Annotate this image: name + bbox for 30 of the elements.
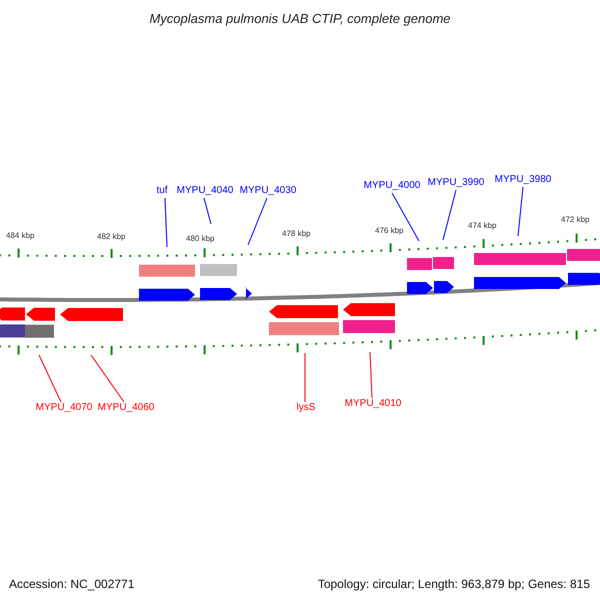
leader-line [304, 352, 306, 402]
scale-label: 480 kbp [186, 233, 214, 245]
gene-label: MYPU_4060 [98, 402, 154, 413]
leader-line [518, 186, 524, 236]
leader-line [38, 354, 62, 402]
leader-line [392, 192, 420, 242]
gene-label: lysS [296, 402, 316, 413]
scale-label: 484 kbp [6, 230, 34, 242]
scale-label: 478 kbp [282, 228, 310, 240]
gene-label: MYPU_4010 [344, 398, 402, 409]
footer-note: Topology: circular; Length: 963,879 bp; Genes: 815 [318, 576, 590, 593]
leader-line [370, 352, 372, 398]
gene-label: MYPU_3980 [494, 174, 552, 185]
diagram-title: Mycoplasma pulmonis UAB CTIP, complete genome [148, 10, 452, 28]
leader-line [90, 354, 124, 402]
footer-note: Accession: NC_002771 [9, 576, 134, 593]
scale-label: 472 kbp [561, 214, 590, 226]
gene-label: MYPU_4040 [176, 185, 234, 196]
scale-label: 482 kbp [97, 231, 126, 243]
leader-line [204, 198, 212, 224]
scale-label: 476 kbp [375, 225, 404, 237]
scale-label: 474 kbp [468, 220, 496, 232]
leader-line [164, 198, 168, 248]
gene-label: MYPU_4000 [364, 180, 420, 191]
gene-label: tuf [156, 185, 168, 196]
gene-label: MYPU_4070 [36, 402, 92, 413]
gene-label: MYPU_4030 [240, 185, 296, 196]
leader-line [442, 190, 456, 240]
gene-label: MYPU_3990 [428, 177, 484, 188]
leader-line [248, 198, 268, 246]
